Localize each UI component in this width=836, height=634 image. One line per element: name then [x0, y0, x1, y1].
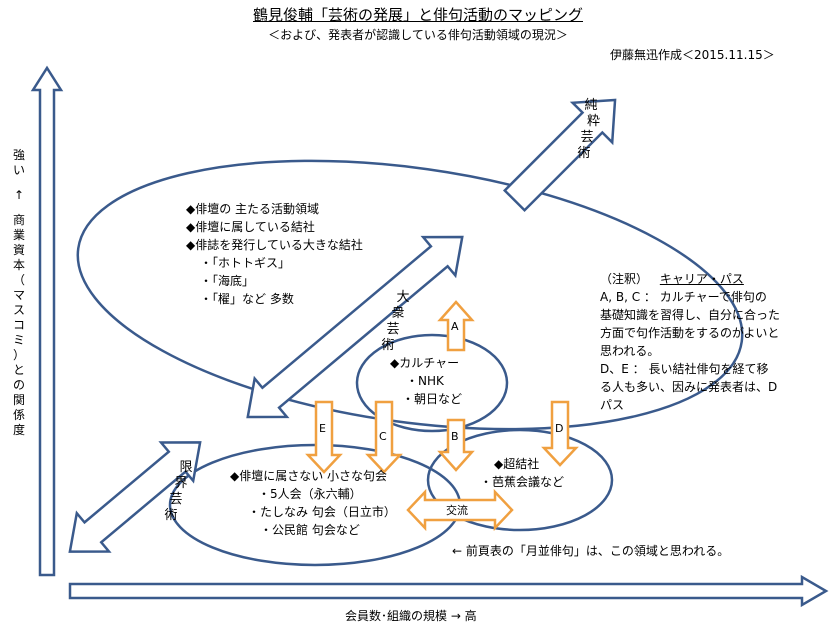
small-kukai-text: ◆俳壇に属さない 小さな句会 ・5人会（永六輔） ・たしなみ 句会（日立市） ・…	[230, 469, 396, 537]
career-path-note: （注釈） キャリア・パス A, B, C ： カルチャーで俳句の 基礎知識を習得…	[600, 270, 780, 414]
marginal-art-arrow	[68, 441, 202, 553]
region-line: ◆俳誌を発行している大きな結社	[186, 238, 363, 252]
path-a-arrow	[437, 300, 475, 352]
mass-art-arrow	[246, 235, 464, 419]
x-axis-arrow	[68, 574, 829, 608]
super-kessha-text: ◆超結社 ・芭蕉会議など	[480, 457, 565, 489]
path-a-label: A	[451, 320, 459, 333]
note-line: パス	[600, 398, 625, 412]
region-line: ◆俳壇に属している結社	[186, 220, 315, 234]
y-axis-arrow	[30, 65, 64, 577]
path-c-label: C	[379, 430, 387, 443]
mass-art-label: 大衆 芸術	[381, 290, 410, 353]
region-example: ・「櫂」など 多数	[200, 292, 294, 306]
note-line: 思われる。	[600, 344, 660, 358]
region-line: ◆俳壇の 主たる活動領域	[186, 202, 320, 216]
pure-art-label: 純粋 芸術	[577, 98, 601, 161]
path-d-label: D	[555, 422, 564, 435]
page-subtitle: ＜および、発表者が認識している俳句活動領域の現況＞	[268, 28, 568, 42]
footnote: ← 前頁表の「月並俳句」は、この領域と思われる。	[452, 544, 730, 558]
note-heading-term: キャリア・パス	[659, 272, 744, 286]
path-b-label: B	[451, 430, 459, 443]
super-kessha-ellipse	[426, 428, 614, 532]
note-line: A, B, C ： カルチャーで俳句の	[600, 290, 767, 304]
path-d-arrow	[541, 400, 579, 467]
region-example: ・「海底」	[200, 274, 255, 288]
pure-art-arrow	[502, 98, 617, 213]
page-title: 鶴見俊輔「芸術の発展」と俳句活動のマッピング	[252, 6, 583, 24]
exchange-arrow	[406, 488, 514, 532]
note-line: D、E ： 長い結社俳句を経て移	[600, 362, 769, 376]
major-haidan-text: ◆俳壇の 主たる活動領域 ◆俳壇に属している結社 ◆俳誌を発行している大きな結社…	[186, 200, 363, 308]
path-b-arrow	[437, 418, 475, 472]
note-line: 方面で句作活動をするのがよいと	[600, 326, 780, 340]
region-example: ・「ホトトギス」	[200, 256, 291, 270]
y-axis-label: 強い ↑ 商業 資本 （マ スコ ミ） との 関係 度	[12, 148, 25, 437]
culture-ellipse	[355, 333, 509, 433]
note-heading: （注釈）	[600, 272, 649, 286]
culture-text: ◆カルチャー ・NHK ・朝日など	[390, 356, 463, 406]
x-axis-label: 会員数･組織の規模 → 高	[345, 609, 477, 623]
exchange-label: 交流	[446, 504, 468, 517]
note-line: 基礎知識を習得し、自分に合った	[600, 308, 781, 322]
path-e-arrow	[305, 400, 343, 474]
marginal-art-label: 限界 芸術	[164, 460, 193, 523]
author-credit: 伊藤無迅作成＜2015.11.15＞	[610, 48, 775, 62]
path-e-label: E	[319, 422, 326, 435]
note-line: る人も多い、因みに発表者は、D	[600, 380, 778, 394]
path-c-arrow	[365, 400, 403, 474]
